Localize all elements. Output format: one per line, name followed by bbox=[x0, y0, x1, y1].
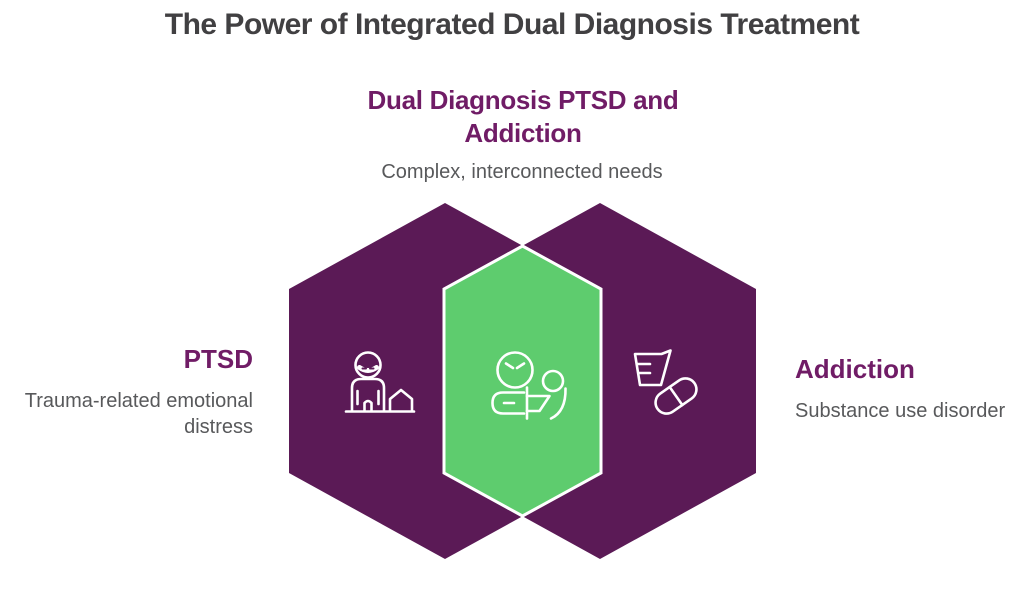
angry-eyes bbox=[504, 362, 526, 370]
ptsd-heading: PTSD bbox=[183, 344, 253, 374]
glass-outline bbox=[633, 349, 672, 387]
overlap-hexagon bbox=[442, 244, 603, 518]
large-face bbox=[496, 351, 534, 389]
addiction-label-block: Addiction Substance use disorder bbox=[795, 354, 1024, 424]
page-title: The Power of Integrated Dual Diagnosis T… bbox=[164, 8, 860, 41]
arm-band bbox=[491, 391, 526, 415]
ptsd-description: Trauma-related emotional distress bbox=[24, 390, 253, 438]
caregiver-support-icon bbox=[491, 351, 567, 420]
glass-level-marks bbox=[636, 362, 652, 375]
person-legs bbox=[363, 399, 373, 413]
small-head bbox=[541, 369, 565, 393]
house-outline bbox=[388, 388, 414, 413]
second-person-back-arc bbox=[549, 387, 567, 420]
person-with-house-icon bbox=[344, 351, 416, 413]
person-face-band bbox=[357, 365, 379, 373]
center-heading: Dual Diagnosis PTSD and Addiction bbox=[367, 85, 679, 148]
glass-and-pill-icon bbox=[633, 349, 698, 415]
ptsd-label-block: PTSD Trauma-related emotional distress bbox=[18, 344, 253, 440]
pill-divider bbox=[668, 385, 684, 407]
addiction-heading: Addiction bbox=[795, 354, 915, 384]
center-subheading: Complex, interconnected needs bbox=[381, 161, 663, 183]
pill-capsule bbox=[654, 377, 698, 415]
knife-blade bbox=[525, 394, 551, 413]
person-arms bbox=[356, 389, 380, 406]
person-head bbox=[354, 351, 382, 379]
addiction-description: Substance use disorder bbox=[795, 400, 1006, 422]
person-body bbox=[350, 377, 386, 413]
